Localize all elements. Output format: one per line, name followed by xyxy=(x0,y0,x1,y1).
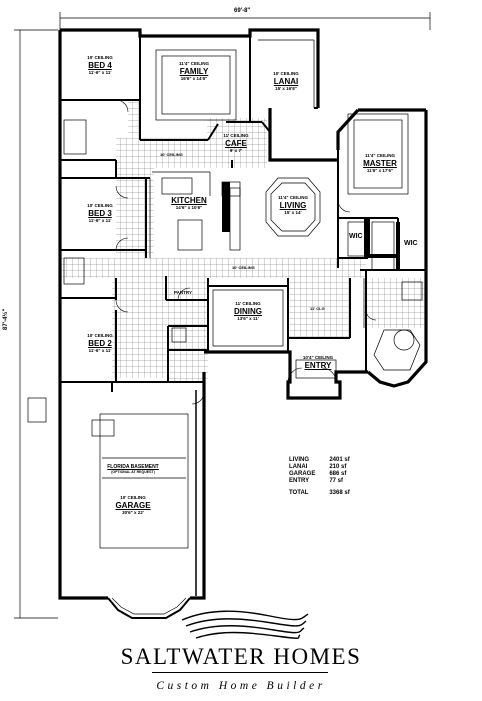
area-label: LIVING xyxy=(289,457,310,463)
room-ceiling: 10' CEILING xyxy=(87,333,113,338)
overall-dimension-lines xyxy=(14,12,431,619)
area-value: 2401 sf xyxy=(329,457,350,463)
area-label: ENTRY xyxy=(289,478,310,484)
room-name: BED 2 xyxy=(88,338,112,348)
detail-lines xyxy=(27,39,423,596)
brand-tagline: Custom Home Builder xyxy=(156,680,326,692)
room-ceiling: 10' CEILING xyxy=(120,495,146,500)
wic-label-2: WIC xyxy=(404,240,418,247)
room-name: KITCHEN xyxy=(171,196,207,205)
room-ceiling: 11' CEILING xyxy=(235,301,261,306)
room-bed3: 10' CEILING BED 3 11'-6" x 11' xyxy=(87,203,113,223)
room-family: 11'4" CEILING FAMILY 16'6" x 14'6" xyxy=(179,61,209,81)
room-master: 11'4" CEILING MASTER 11'6" x 17'6" xyxy=(363,153,397,173)
area-row: ENTRY 77 sf xyxy=(289,478,350,485)
room-cafe: 11' CEILING CAFE 9' x 7' xyxy=(223,133,249,153)
area-total-label: TOTAL xyxy=(289,490,309,496)
room-name: ENTRY xyxy=(304,360,332,370)
brand-divider xyxy=(152,672,328,673)
room-name: LANAI xyxy=(273,76,299,86)
room-ceiling: 10' CEILING xyxy=(273,71,299,76)
room-dims: 9' x 7' xyxy=(229,147,243,153)
room-ceiling: 11'4" CEILING xyxy=(179,61,209,66)
area-row: LIVING 2401 sf xyxy=(289,457,350,464)
room-dims: 14'6" x 10'6" xyxy=(175,205,203,210)
brand-name: SALTWATER HOMES xyxy=(120,644,362,669)
area-value: 210 sf xyxy=(329,464,347,470)
pantry-label: PANTRY xyxy=(174,290,192,295)
room-name: CAFE xyxy=(225,138,247,148)
room-ceiling: 11'4" CEILING xyxy=(365,153,395,158)
hall-ceiling-label-1: 10' CEILING xyxy=(160,152,183,157)
hall-ceiling-label-2: 10' CEILING xyxy=(232,265,255,270)
room-name: BED 4 xyxy=(88,60,112,70)
room-dims: 16'6" x 14'6" xyxy=(180,75,208,81)
dark-fixtures xyxy=(222,182,400,270)
room-lanai: 10' CEILING LANAI 15' x 16'8" xyxy=(273,71,299,91)
tile-floor-areas xyxy=(60,100,426,382)
room-garage: 10' CEILING GARAGE 30'6" x 22' xyxy=(115,495,151,515)
room-name: FAMILY xyxy=(179,66,209,76)
basement-title: FLORIDA BASEMENT xyxy=(107,464,159,470)
area-total-value: 3368 sf xyxy=(329,490,350,496)
area-value: 686 sf xyxy=(329,471,347,477)
garage-bay-window xyxy=(107,597,191,619)
area-row: LANAI 210 sf xyxy=(289,464,350,471)
room-ceiling: 11'4" CEILING xyxy=(278,195,308,200)
room-bed2: 10' CEILING BED 2 11'-6" x 11' xyxy=(87,333,113,353)
room-dining: 11' CEILING DINING 13'6" x 11' xyxy=(234,301,262,321)
florida-basement-label: FLORIDA BASEMENT (OPTIONAL AT REQUEST) xyxy=(107,464,158,475)
overall-depth: 87'-4½" xyxy=(3,308,9,330)
room-name: BED 3 xyxy=(88,208,112,218)
room-dims: 11'-6" x 11' xyxy=(88,347,112,353)
room-name: MASTER xyxy=(363,158,397,168)
room-living: 11'4" CEILING LIVING 15' x 14' xyxy=(278,195,308,215)
area-label: GARAGE xyxy=(289,471,316,477)
room-ceiling: 10' CEILING xyxy=(87,55,113,60)
room-name: GARAGE xyxy=(115,500,151,510)
room-bed4: 10' CEILING BED 4 11'-6" x 11' xyxy=(87,55,113,75)
area-total-row: TOTAL 3368 sf xyxy=(289,485,350,497)
overall-width: 69'-8" xyxy=(234,8,251,14)
area-label: LANAI xyxy=(289,464,308,470)
area-row: GARAGE 686 sf xyxy=(289,471,350,478)
basement-subtitle: (OPTIONAL AT REQUEST) xyxy=(111,470,155,474)
room-dims: 11'-6" x 11' xyxy=(88,217,112,223)
room-dims: 13'6" x 11' xyxy=(237,315,259,321)
room-dims: 11'-6" x 11' xyxy=(88,69,112,75)
room-dims: 30'6" x 22' xyxy=(122,509,144,515)
area-value: 77 sf xyxy=(329,478,344,484)
room-name: LIVING xyxy=(279,200,307,210)
room-dims: 15' x 16'8" xyxy=(275,85,297,91)
wave-logo xyxy=(181,610,309,639)
room-ceiling: 10'4" CEILING xyxy=(302,355,334,360)
room-name: DINING xyxy=(234,306,262,316)
room-kitchen: KITCHEN 14'6" x 10'6" xyxy=(171,196,207,211)
room-entry: 10'4" CEILING ENTRY xyxy=(302,355,334,371)
room-dims: 15' x 14' xyxy=(284,209,302,215)
door-swings xyxy=(115,99,377,405)
wic-label-1: WIC xyxy=(349,233,363,240)
room-dims: 11'6" x 17'6" xyxy=(366,167,394,173)
room-ceiling: 10' CEILING xyxy=(87,203,113,208)
foyer-ceiling-label: 11' CLG xyxy=(310,306,325,311)
room-ceiling: 11' CEILING xyxy=(223,133,249,138)
